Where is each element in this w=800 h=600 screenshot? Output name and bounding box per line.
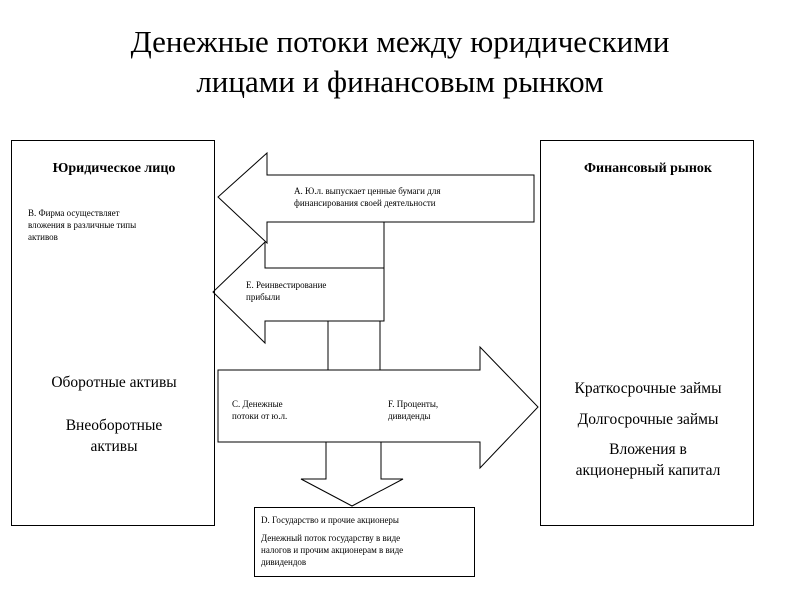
page-title: Денежные потоки между юридическими лицам… <box>0 22 800 102</box>
note-b: В. Фирма осуществляет вложения в различн… <box>28 207 136 243</box>
fixed-assets-label: Внеоборотные активы <box>12 415 216 457</box>
fixed-assets-line-1: Внеоборотные <box>65 417 163 434</box>
arrow-e-line-2: прибыли <box>246 292 281 302</box>
financial-market-heading: Финансовый рынок <box>584 161 712 176</box>
short-term-loans-label: Краткосрочные займы <box>574 380 722 397</box>
state-text-line-1: Денежный поток государству в виде <box>261 533 401 543</box>
state-text: Денежный поток государству в виде налого… <box>261 532 403 568</box>
legal-entity-box: Юридическое лицо В. Фирма осуществляет в… <box>11 140 215 526</box>
fixed-assets-line-2: активы <box>90 438 138 455</box>
arrow-a-label: А. Ю.л. выпускает ценные бумаги для фина… <box>294 185 440 209</box>
arrow-a-securities <box>217 151 535 245</box>
state-text-line-2: налогов и прочим акционерам в виде <box>261 545 404 555</box>
arrow-c-line-1: С. Денежные <box>232 399 283 409</box>
state-heading: D. Государство и прочие акционеры <box>261 515 399 525</box>
arrow-a-line-2: финансирования своей деятельности <box>294 198 436 208</box>
arrow-a-line-1: А. Ю.л. выпускает ценные бумаги для <box>294 186 441 196</box>
arrow-e-label: Е. Реинвестирование прибыли <box>246 279 326 303</box>
current-assets-label: Оборотные активы <box>51 374 177 391</box>
state-box: D. Государство и прочие акционеры Денежн… <box>254 507 475 577</box>
arrow-f-label: F. Проценты, дивиденды <box>388 398 438 422</box>
arrow-f-line-1: F. Проценты, <box>388 399 439 409</box>
arrow-e-reinvestment <box>212 240 385 345</box>
note-b-line-3: активов <box>28 232 58 242</box>
arrow-f-line-2: дивиденды <box>388 411 431 421</box>
arrow-c-label: С. Денежные потоки от ю.л. <box>232 398 287 422</box>
note-b-line-1: В. Фирма осуществляет <box>28 208 120 218</box>
arrow-d-state <box>300 441 404 507</box>
arrow-c-line-2: потоки от ю.л. <box>232 411 288 421</box>
equity-investment-label: Вложения в акционерный капитал <box>541 439 755 481</box>
arrow-e-line-1: Е. Реинвестирование <box>246 280 327 290</box>
note-b-line-2: вложения в различные типы <box>28 220 137 230</box>
financial-market-box: Финансовый рынок Краткосрочные займы Дол… <box>540 140 754 526</box>
long-term-loans-label: Долгосрочные займы <box>577 411 719 428</box>
title-line-1: Денежные потоки между юридическими <box>130 24 670 59</box>
arrow-c-f-cashflow <box>217 345 539 470</box>
state-text-line-3: дивидендов <box>261 557 307 567</box>
equity-line-2: акционерный капитал <box>575 462 721 479</box>
legal-entity-heading: Юридическое лицо <box>52 161 176 176</box>
title-line-2: лицами и финансовым рынком <box>196 64 604 99</box>
equity-line-1: Вложения в <box>609 441 687 458</box>
